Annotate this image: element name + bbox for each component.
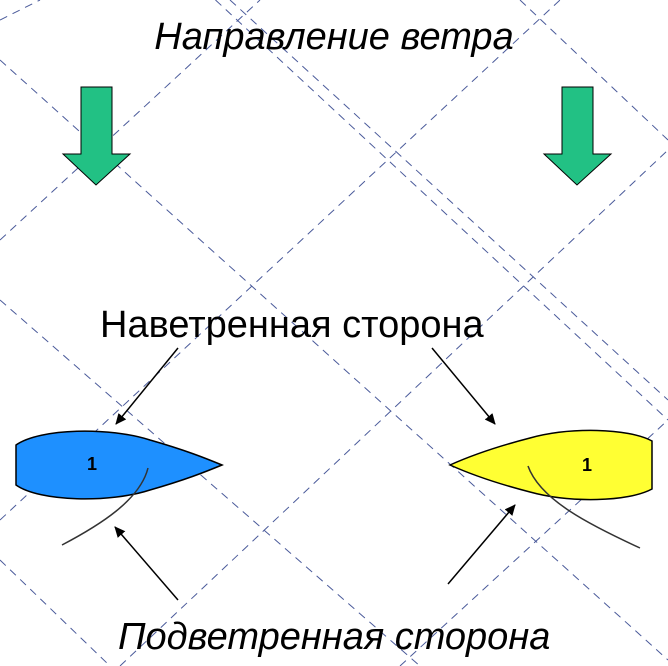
pointer-arrows — [114, 347, 516, 601]
leeward-pointer-right — [447, 504, 516, 585]
leeward-side-label: Подветренная сторона — [118, 616, 551, 658]
grid-line — [0, 0, 41, 21]
wind-direction-title: Направление ветра — [154, 16, 514, 58]
arrow-down-icon — [61, 86, 132, 186]
boat-hull — [448, 429, 653, 501]
windward-side-label: Наветренная сторона — [100, 304, 484, 346]
wind-arrow-left — [61, 86, 132, 186]
wind-arrow-right — [542, 86, 613, 186]
arrow-down-icon — [542, 86, 613, 186]
grid-line — [0, 59, 668, 661]
boat-blue — [15, 430, 224, 546]
grid-line — [229, 0, 668, 401]
grid-line — [214, 0, 668, 421]
grid-line — [399, 419, 668, 666]
boat-number-blue: 1 — [87, 454, 97, 474]
grid-line — [0, 299, 421, 666]
boat-hull — [15, 430, 224, 500]
windward-pointer-left — [115, 347, 179, 425]
grid-line — [519, 0, 668, 141]
boat-yellow — [448, 429, 653, 549]
grid-line — [0, 559, 111, 666]
boat-sail-line — [527, 465, 641, 549]
leeward-pointer-left — [114, 526, 179, 601]
windward-pointer-right — [431, 347, 496, 425]
boat-number-yellow: 1 — [582, 455, 592, 475]
grid-line — [119, 149, 668, 666]
grid-line — [0, 0, 261, 241]
boat-sail-line — [61, 467, 149, 546]
